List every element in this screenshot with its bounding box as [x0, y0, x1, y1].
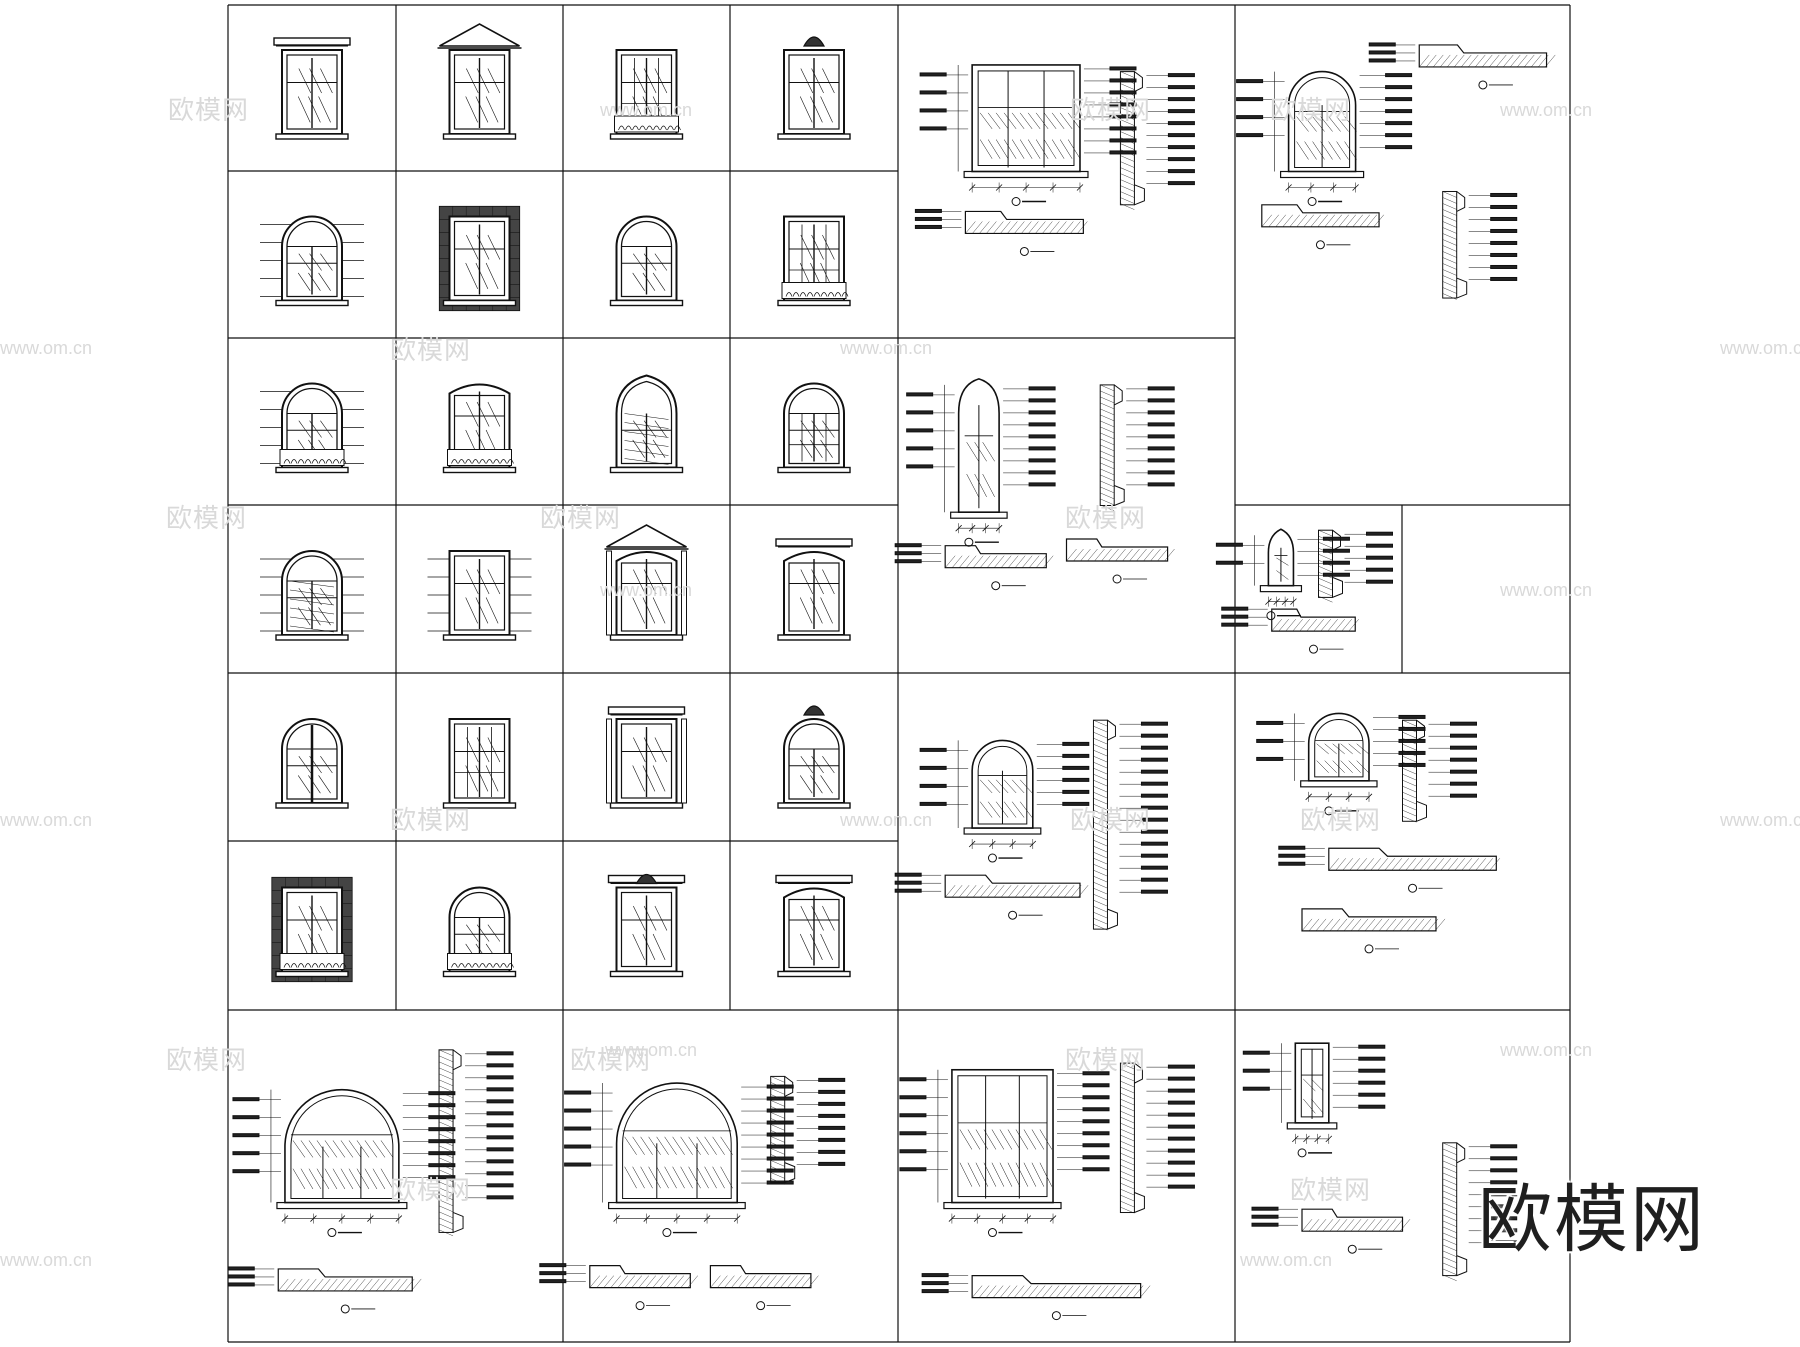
window-elevation-icon [442, 718, 517, 809]
window-elevation-icon [260, 215, 364, 307]
window-elevation-icon [273, 37, 351, 140]
window-elevation-icon [777, 705, 851, 809]
window-detail-drawing [539, 1075, 846, 1311]
window-elevation-icon [775, 874, 853, 978]
window-elevation-icon [777, 382, 851, 474]
window-elevation-icon [260, 382, 364, 474]
brand-logo: 欧模网 [1478, 1177, 1706, 1263]
window-elevation-icon [604, 524, 689, 641]
window-detail-drawing [899, 1062, 1195, 1321]
window-elevation-icon [260, 550, 364, 641]
window-elevation-icon [609, 49, 684, 140]
window-elevation-icon [442, 383, 517, 474]
window-elevation-icon [775, 538, 853, 641]
window-elevation-icon [437, 23, 522, 140]
window-elevation-icon [275, 718, 349, 809]
window-elevation-icon [777, 215, 851, 307]
window-elevation-icon [606, 706, 687, 809]
window-detail-drawing [914, 64, 1195, 256]
detail-drawing-sheets [227, 42, 1556, 1321]
window-elevation-icon [609, 215, 684, 307]
sheet-grid-lines [227, 4, 1571, 1343]
window-detail-drawing [1236, 42, 1556, 300]
window-elevation-icon [438, 205, 521, 312]
window-elevation-icon [609, 374, 684, 474]
window-detail-drawing [894, 719, 1168, 931]
window-elevation-icon [271, 876, 353, 983]
window-elevation-icon [442, 886, 517, 978]
window-elevation-icon [427, 550, 532, 641]
window-detail-drawing [1242, 1042, 1518, 1281]
window-elevation-catalog [260, 23, 853, 983]
window-detail-drawing [894, 378, 1175, 591]
window-detail-drawing [1256, 712, 1500, 954]
window-detail-drawing [1215, 528, 1393, 654]
window-elevation-icon [777, 36, 851, 140]
window-elevation-icon [607, 873, 686, 978]
window-detail-drawing [227, 1049, 514, 1314]
